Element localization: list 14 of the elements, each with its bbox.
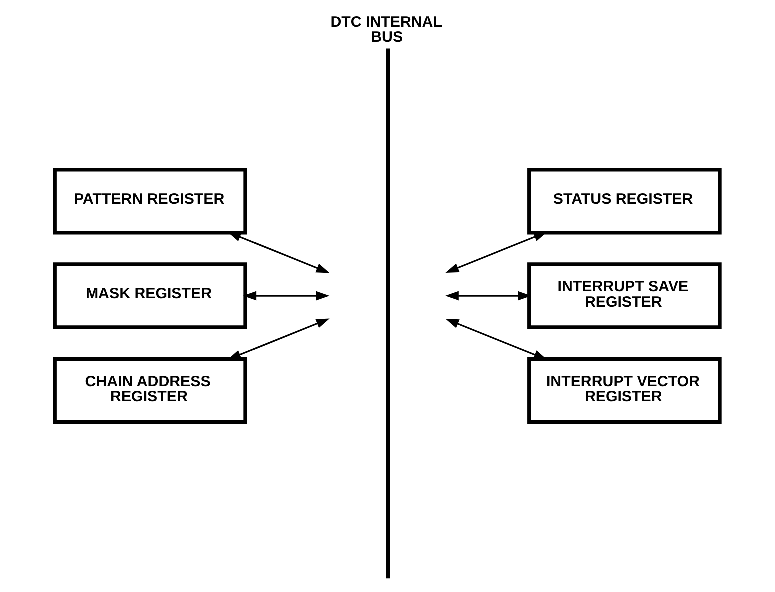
arrow: [446, 318, 548, 360]
node-box: MASK REGISTER: [53, 262, 248, 330]
node-box: [386, 48, 390, 579]
arrow: [228, 232, 330, 274]
node-box: INTERRUPT SAVE REGISTER: [528, 262, 722, 330]
node-label: DTC INTERNAL BUS: [330, 14, 442, 46]
arrow: [243, 291, 330, 301]
arrow: [228, 318, 330, 360]
node-box: CHAIN ADDRESS REGISTER: [53, 357, 248, 424]
node-box: PATTERN REGISTER: [53, 168, 248, 235]
arrow: [446, 291, 532, 301]
node-box: STATUS REGISTER: [528, 168, 722, 235]
node-box: INTERRUPT VECTOR REGISTER: [528, 357, 722, 424]
arrow: [446, 232, 548, 274]
